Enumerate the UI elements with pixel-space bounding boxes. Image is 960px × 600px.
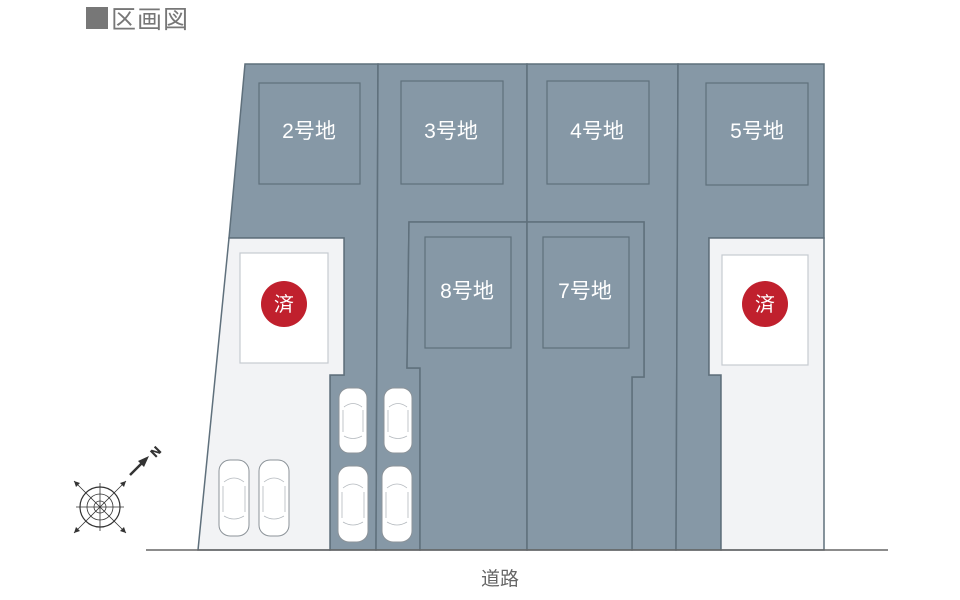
car-icon xyxy=(383,387,413,454)
lot-8-label: 8号地 xyxy=(440,280,494,303)
car-icon xyxy=(218,459,250,537)
car-icon xyxy=(258,459,290,537)
sold-badge-text: 済 xyxy=(274,292,294,316)
lot-4-label: 4号地 xyxy=(570,120,624,143)
road-label: 道路 xyxy=(481,568,519,590)
page-title-text: 区画図 xyxy=(111,5,190,34)
compass-icon xyxy=(73,480,127,534)
sold-badge-right: 済 xyxy=(742,281,788,327)
car-icon xyxy=(337,465,369,543)
sold-badge-circle xyxy=(261,281,307,327)
house-outline-lot-7 xyxy=(542,236,630,349)
square-bullet-icon xyxy=(86,7,108,29)
car-icon xyxy=(381,465,413,543)
north-arrow-icon: N xyxy=(129,443,165,476)
north-letter: N xyxy=(147,443,164,460)
lot-7-label: 7号地 xyxy=(558,280,612,303)
house-outline-lot-8 xyxy=(424,236,512,349)
house-outline-lot-2 xyxy=(258,82,361,185)
lot-3-label: 3号地 xyxy=(424,120,478,143)
sold-badge-left: 済 xyxy=(261,281,307,327)
page-title: 区画図 xyxy=(86,0,189,36)
sold-badge-circle xyxy=(742,281,788,327)
sold-badge-text: 済 xyxy=(755,292,775,316)
house-outline-lot-3 xyxy=(400,80,504,185)
lot-7-area[interactable] xyxy=(526,221,645,551)
house-outline-lot-5 xyxy=(705,82,809,186)
lot-5-label: 5号地 xyxy=(730,120,784,143)
house-outline-lot-4 xyxy=(546,80,650,185)
car-icon xyxy=(338,387,368,454)
lot-2-label: 2号地 xyxy=(282,120,336,143)
